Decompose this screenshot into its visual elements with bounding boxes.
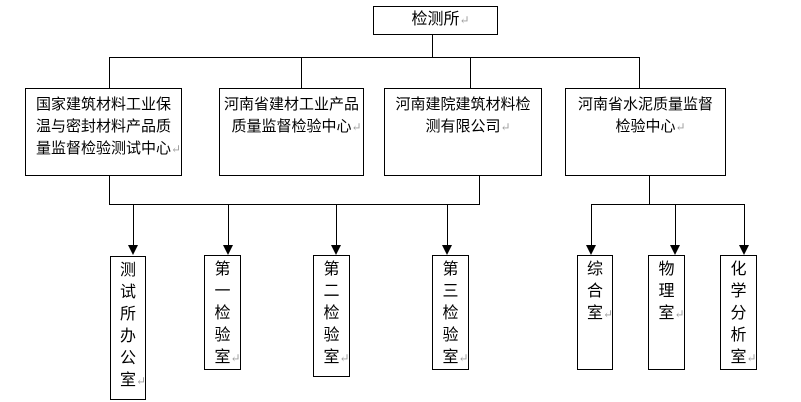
connector-center3-down [479,176,480,204]
arrow-stem-dept6 [675,204,676,246]
org-box-dept-4-label: 第 三 检 验 室 [442,261,459,366]
arrow-down-icon [331,245,341,255]
org-box-dept-5-label: 综 合 室 [586,261,603,322]
connector-drop-center2 [301,57,302,88]
org-box-center-2: 河南省建材工业产品 质量监督检验中心↵ [219,88,364,176]
arrow-stem-dept5 [591,204,592,246]
org-box-center-4-label: 河南省水泥质量监督 检验中心 [577,97,713,135]
org-box-dept-1: 测 试 所 办 公 室↵ [110,256,146,400]
arrow-stem-dept2 [228,204,229,246]
arrow-down-icon [670,245,680,255]
arrow-down-icon [739,245,749,255]
org-box-center-2-label: 河南省建材工业产品 质量监督检验中心 [223,97,359,135]
org-box-dept-6-label: 物 理 室 [658,261,675,322]
org-box-center-1-label: 国家建筑材料工业保 温与密封材料产品质 量监督检验测试中心 [35,97,171,157]
org-box-dept-7-label: 化 学 分 析 室 [730,261,747,366]
connector-level2-rail [109,57,640,58]
connector-center4-down [649,176,650,204]
org-box-root: 检测所↵ [373,6,498,35]
org-box-dept-5: 综 合 室↵ [577,255,613,370]
arrow-stem-dept7 [744,204,745,246]
org-box-dept-6: 物 理 室↵ [648,255,685,370]
org-box-dept-3-label: 第 二 检 验 室 [323,261,340,366]
arrow-down-icon [586,245,596,255]
org-box-root-label: 检测所 [411,11,460,28]
arrow-stem-dept4 [447,204,448,246]
connector-root-stem [432,35,433,57]
org-box-dept-1-label: 测 试 所 办 公 室 [119,262,136,389]
org-box-center-3: 河南建院建筑材料检 测有限公司↵ [384,88,542,176]
arrow-down-icon [442,245,452,255]
connector-drop-center1 [109,57,110,88]
arrow-down-icon [128,245,138,255]
org-box-dept-2: 第 一 检 验 室↵ [204,255,241,370]
arrow-stem-dept1 [133,204,134,246]
org-box-dept-2-label: 第 一 检 验 室 [214,261,231,366]
org-box-center-3-label: 河南建院建筑材料检 测有限公司 [395,97,531,135]
org-box-dept-4: 第 三 检 验 室↵ [432,255,469,370]
arrow-stem-dept3 [336,204,337,246]
arrow-down-icon [223,245,233,255]
connector-drop-center4 [639,57,640,88]
connector-left-rail [109,204,480,205]
org-box-center-1: 国家建筑材料工业保 温与密封材料产品质 量监督检验测试中心↵ [25,88,182,176]
connector-right-rail [591,204,745,205]
org-box-center-4: 河南省水泥质量监督 检验中心↵ [565,88,726,176]
connector-center1-down [109,176,110,204]
org-box-dept-3: 第 二 检 验 室↵ [313,255,350,377]
org-box-dept-7: 化 学 分 析 室↵ [720,255,757,370]
connector-drop-center3 [470,57,471,88]
